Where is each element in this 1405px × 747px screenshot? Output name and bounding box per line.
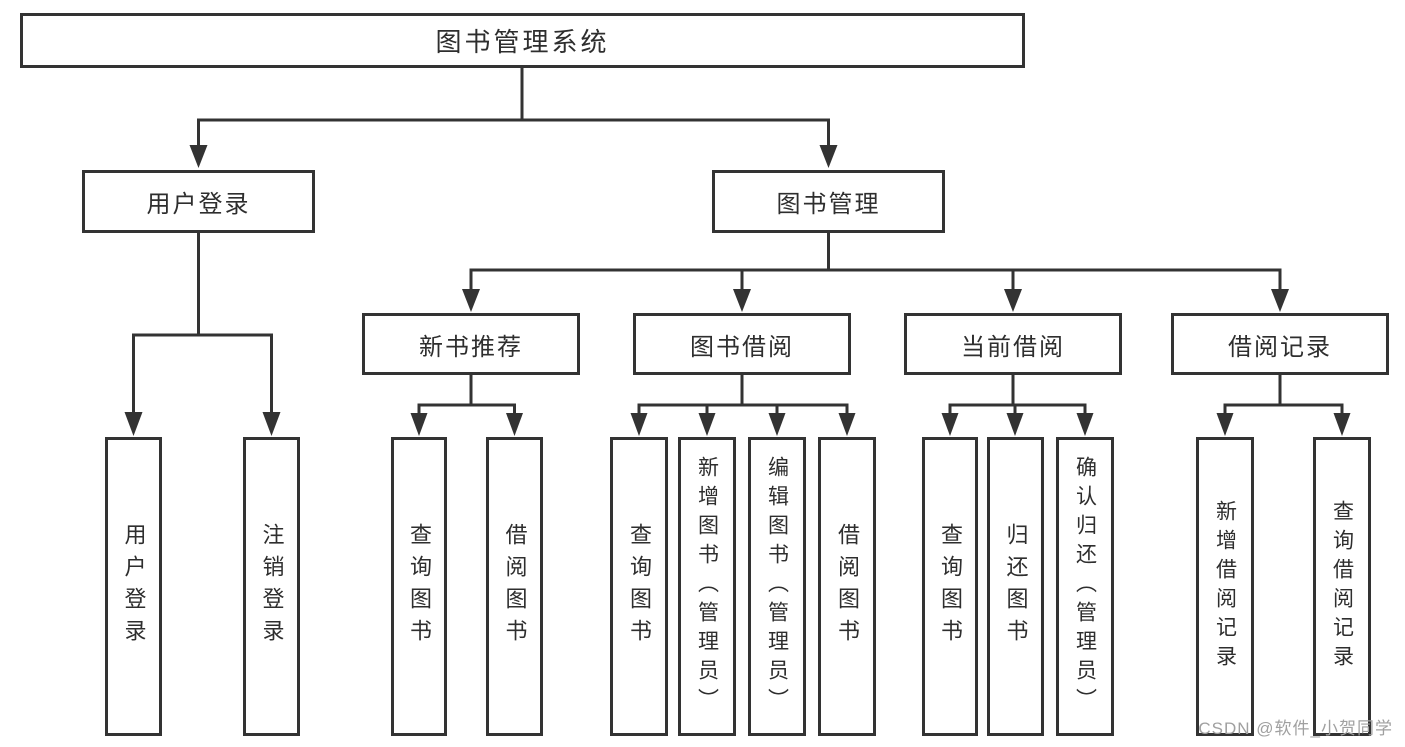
node-current-borrow: 当前借阅 bbox=[904, 313, 1122, 375]
leaf-query-books-recommend: 查询图书 bbox=[391, 437, 447, 736]
leaf-query-books-current: 查询图书 bbox=[922, 437, 978, 736]
node-root-system: 图书管理系统 bbox=[20, 13, 1025, 68]
node-new-book-recommend: 新书推荐 bbox=[362, 313, 580, 375]
leaf-add-book-admin: 新增图书（管理员） bbox=[678, 437, 736, 736]
leaf-confirm-return-admin: 确认归还（管理员） bbox=[1056, 437, 1114, 736]
leaf-borrow-books-recommend: 借阅图书 bbox=[486, 437, 543, 736]
leaf-user-login: 用户登录 bbox=[105, 437, 162, 736]
leaf-logout: 注销登录 bbox=[243, 437, 300, 736]
leaf-borrow-books: 借阅图书 bbox=[818, 437, 876, 736]
leaf-edit-book-admin: 编辑图书（管理员） bbox=[748, 437, 806, 736]
csdn-watermark: CSDN @软件_小贺同学 bbox=[1198, 719, 1393, 738]
leaf-add-borrow-record: 新增借阅记录 bbox=[1196, 437, 1254, 736]
node-user-login: 用户登录 bbox=[82, 170, 315, 233]
node-borrow-record: 借阅记录 bbox=[1171, 313, 1389, 375]
arrowheads bbox=[124, 145, 1351, 436]
leaf-return-book: 归还图书 bbox=[987, 437, 1044, 736]
node-book-borrow: 图书借阅 bbox=[633, 313, 851, 375]
leaf-query-books-borrow: 查询图书 bbox=[610, 437, 668, 736]
leaf-query-borrow-record: 查询借阅记录 bbox=[1313, 437, 1371, 736]
node-book-management: 图书管理 bbox=[712, 170, 945, 233]
